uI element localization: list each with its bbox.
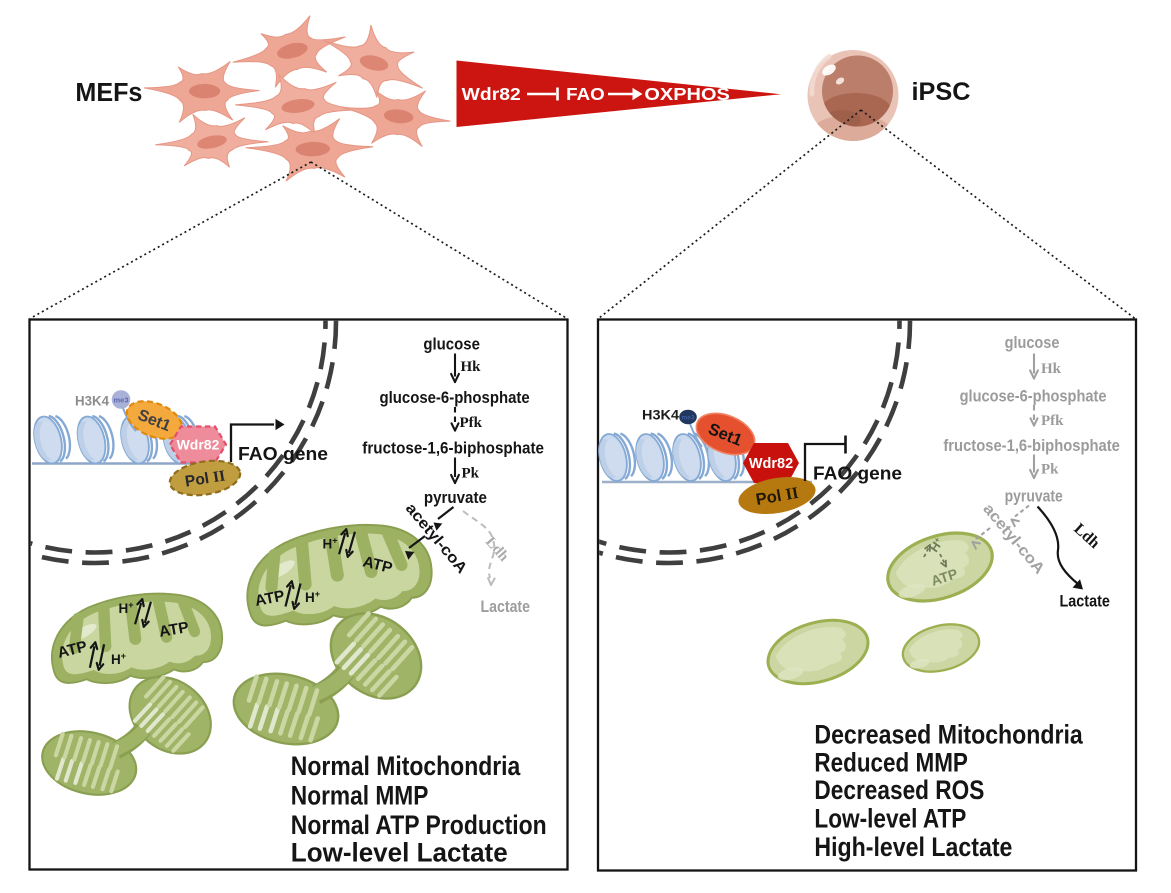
svg-text:fructose-1,6-biphosphate: fructose-1,6-biphosphate bbox=[362, 438, 544, 457]
svg-text:ATP: ATP bbox=[361, 553, 394, 577]
svg-text:Normal ATP Production: Normal ATP Production bbox=[291, 810, 547, 840]
svg-text:FAO gene: FAO gene bbox=[238, 444, 328, 464]
svg-text:Hk: Hk bbox=[461, 359, 482, 375]
svg-text:ATP: ATP bbox=[56, 638, 89, 662]
svg-text:glucose-6-phosphate: glucose-6-phosphate bbox=[380, 388, 530, 407]
svg-text:iPSC: iPSC bbox=[912, 78, 971, 106]
svg-text:glucose-6-phosphate: glucose-6-phosphate bbox=[960, 387, 1107, 406]
svg-text:ATP: ATP bbox=[929, 565, 960, 589]
svg-text:High-level Lactate: High-level Lactate bbox=[814, 832, 1012, 862]
svg-text:Low-level ATP: Low-level ATP bbox=[814, 804, 966, 834]
svg-text:Wdr82: Wdr82 bbox=[177, 437, 220, 453]
svg-text:H3K4: H3K4 bbox=[642, 408, 680, 423]
svg-text:glucose: glucose bbox=[1005, 333, 1060, 352]
svg-text:Normal Mitochondria: Normal Mitochondria bbox=[291, 751, 521, 781]
svg-text:MEFs: MEFs bbox=[75, 79, 142, 107]
svg-text:glucose: glucose bbox=[423, 335, 480, 354]
svg-text:Lactate: Lactate bbox=[1060, 592, 1110, 611]
svg-text:me3: me3 bbox=[681, 415, 694, 422]
svg-text:Decreased Mitochondria: Decreased Mitochondria bbox=[814, 720, 1083, 750]
svg-text:pyruvate: pyruvate bbox=[1005, 487, 1063, 506]
svg-text:Pol II: Pol II bbox=[754, 483, 800, 509]
svg-text:Pol II: Pol II bbox=[184, 467, 227, 490]
svg-text:Pfk: Pfk bbox=[460, 415, 483, 431]
svg-text:FAO gene: FAO gene bbox=[813, 464, 902, 484]
svg-text:Pk: Pk bbox=[1041, 462, 1059, 478]
svg-text:Hk: Hk bbox=[1041, 361, 1062, 377]
svg-text:OXPHOS: OXPHOS bbox=[644, 84, 729, 104]
svg-text:Pk: Pk bbox=[462, 466, 480, 482]
svg-text:Reduced MMP: Reduced MMP bbox=[814, 747, 968, 777]
svg-text:me3: me3 bbox=[113, 396, 128, 405]
svg-text:ATP: ATP bbox=[158, 619, 190, 641]
svg-text:Low-level Lactate: Low-level Lactate bbox=[291, 838, 508, 868]
svg-text:Pfk: Pfk bbox=[1041, 413, 1064, 429]
svg-text:Normal MMP: Normal MMP bbox=[291, 780, 429, 810]
svg-text:fructose-1,6-biphosphate: fructose-1,6-biphosphate bbox=[943, 436, 1120, 455]
svg-text:FAO: FAO bbox=[566, 84, 605, 104]
svg-text:Decreased ROS: Decreased ROS bbox=[814, 775, 984, 805]
svg-text:Wdr82: Wdr82 bbox=[749, 456, 793, 472]
svg-text:ATP: ATP bbox=[254, 588, 287, 610]
svg-text:H3K4: H3K4 bbox=[75, 394, 109, 409]
svg-text:Lactate: Lactate bbox=[481, 597, 531, 616]
svg-text:Wdr82: Wdr82 bbox=[462, 84, 521, 104]
svg-text:pyruvate: pyruvate bbox=[424, 488, 487, 507]
